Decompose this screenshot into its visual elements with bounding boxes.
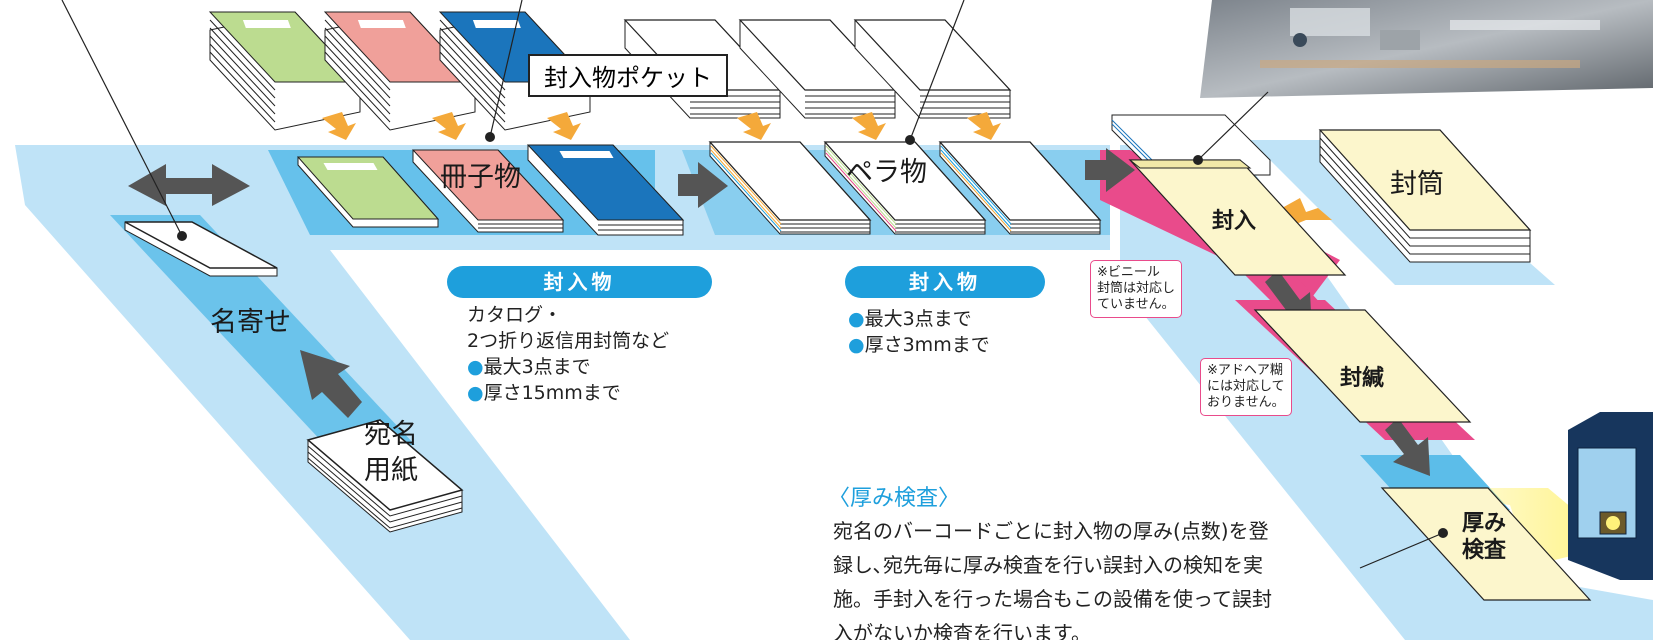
spec-line: 2つ折り返信用封筒など	[467, 330, 670, 352]
name-merge-card	[124, 221, 278, 277]
name-merge-label: 名寄せ	[210, 307, 291, 338]
insert-spec-booklet: カタログ・ 2つ折り返信用封筒など 最大3点まで 厚さ15mmまで	[467, 302, 669, 406]
seal-envelope	[1253, 309, 1472, 423]
seal-label: 封緘	[1340, 366, 1385, 391]
envelope-supply-stack	[1318, 129, 1532, 263]
spec-bullet: 最大3点まで	[848, 306, 990, 332]
desc-line: 宛名のバーコードごとに封入物の厚み(点数)を登	[833, 519, 1269, 543]
adhesive-note: ※アドヘア糊 には対応して おりません。	[1200, 358, 1292, 416]
sheet-label: ペラ物	[846, 157, 927, 188]
pocket-label: 封入物ポケット	[528, 54, 728, 97]
desc-line: 録し､宛先毎に厚み検査を行い誤封入の検知を実	[833, 553, 1263, 577]
flow-arrows	[128, 148, 1430, 476]
spec-line: カタログ・	[467, 304, 563, 326]
thickness-check-label-2: 検査	[1462, 538, 1507, 563]
insert-spec-booklet-pill: 封入物	[447, 266, 712, 298]
booklets-on-belt	[296, 144, 685, 236]
machine-photo	[1200, 0, 1653, 98]
feed-arrows	[322, 112, 1332, 224]
envelope-label: 封筒	[1390, 169, 1444, 200]
thickness-section-text: 宛名のバーコードごとに封入物の厚み(点数)を登 録し､宛先毎に厚み検査を行い誤封…	[833, 514, 1272, 640]
sheets-on-belt	[708, 141, 1102, 235]
desc-line: 施。手封入を行った場合もこの設備を使って誤封	[833, 587, 1272, 611]
address-paper-stack	[306, 419, 464, 533]
leader-lines	[61, 0, 1444, 569]
address-paper-label-1: 宛名	[364, 419, 418, 450]
insert-label: 封入	[1212, 209, 1257, 234]
spec-bullet: 最大3点まで	[467, 354, 669, 380]
thickness-check-label-1: 厚み	[1462, 511, 1507, 536]
thickness-section-title: 〈厚み検査〉	[828, 486, 961, 511]
booklet-label: 冊子物	[440, 162, 521, 193]
insert-spec-sheet: 最大3点まで 厚さ3mmまで	[848, 306, 990, 358]
spec-bullet: 厚さ3mmまで	[848, 332, 990, 358]
spec-bullet: 厚さ15mmまで	[467, 380, 669, 406]
vinyl-note: ※ビニール 封筒は対応し ていません。	[1090, 260, 1183, 318]
insert-spec-sheet-pill: 封入物	[845, 266, 1045, 298]
address-paper-label-2: 用紙	[364, 455, 418, 486]
thickness-check-station	[1380, 412, 1653, 601]
insert-envelope-stack	[1111, 114, 1347, 276]
desc-line: 入がないか検査を行います。	[833, 621, 1091, 640]
